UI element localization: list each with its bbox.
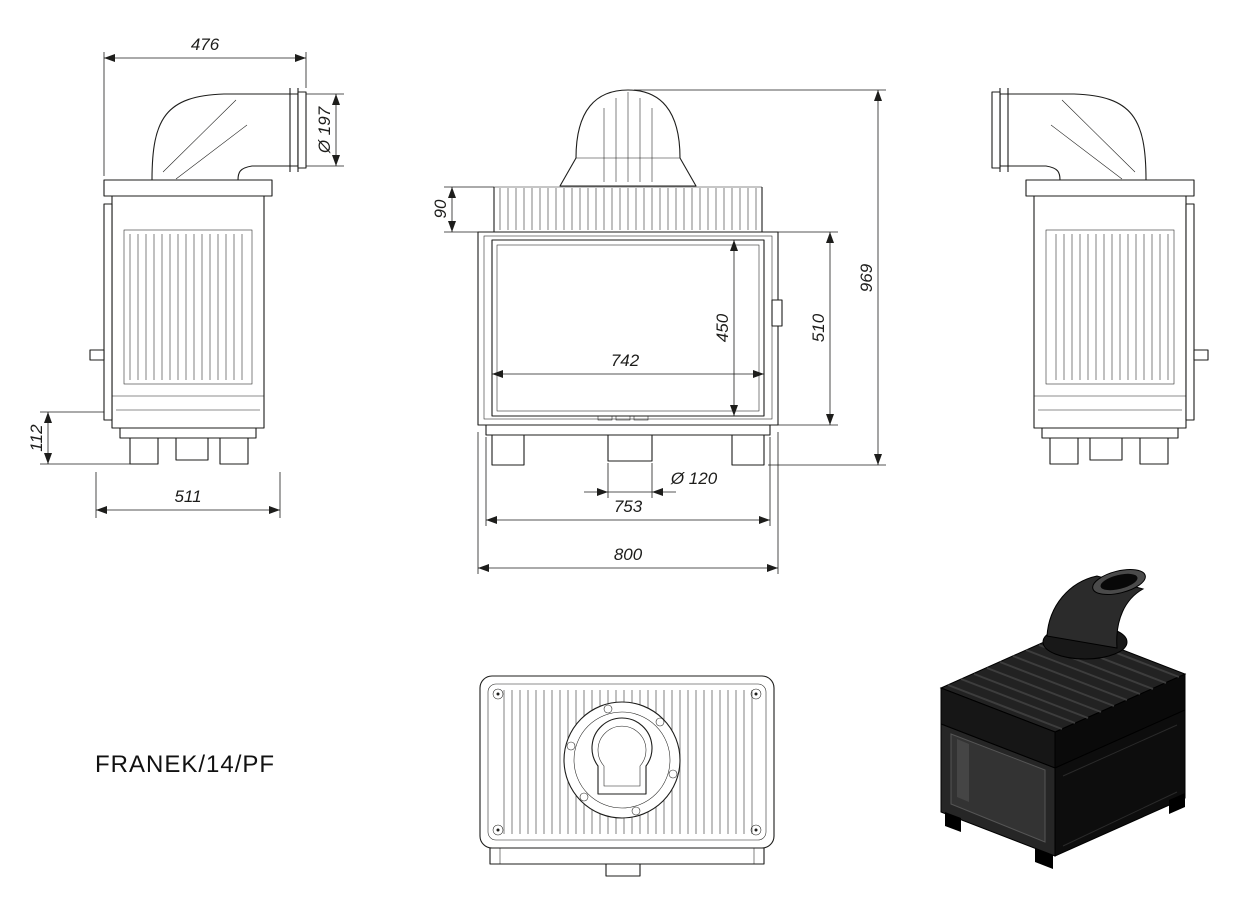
dim-door-height: 510 [778, 231, 838, 426]
dim-glass-height: 450 [713, 240, 738, 416]
iso-foot [945, 812, 961, 832]
base-plate [485, 424, 771, 436]
left-side-view: 476 Ø 197 112 511 [27, 35, 344, 518]
iso-glass-reflection [957, 739, 969, 802]
corner-screw [750, 688, 762, 700]
dim-text-450: 450 [713, 313, 732, 342]
dim-text-969: 969 [857, 263, 876, 292]
dim-text-800: 800 [614, 545, 643, 564]
dim-total-height: 969 [634, 89, 886, 466]
door-handle [771, 299, 783, 327]
dim-text-90: 90 [431, 199, 450, 218]
collar-bolt [579, 792, 589, 802]
dim-plinth-height: 112 [27, 411, 130, 465]
dim-exchanger-height: 90 [431, 186, 494, 233]
dim-depth-with-flue: 476 [103, 35, 307, 176]
collar-bolt [603, 704, 613, 714]
corner-screw [492, 688, 504, 700]
left-leg [491, 434, 525, 466]
dim-text-511: 511 [174, 487, 201, 506]
dim-flue-diameter: Ø 197 [306, 93, 344, 167]
dim-total-width: 800 [477, 432, 779, 574]
outlet-stub [607, 434, 653, 462]
right-side-view [991, 87, 1209, 465]
dim-text-510: 510 [809, 313, 828, 342]
front-view: 90 969 510 450 [431, 89, 886, 574]
top-view [479, 675, 775, 877]
iso-3d-view [939, 568, 1187, 869]
iso-glass [950, 733, 1046, 843]
dim-text-753: 753 [614, 497, 643, 516]
iso-foot [1035, 848, 1053, 869]
collar-bolt [631, 806, 641, 816]
right-leg [731, 434, 765, 466]
front-tab [605, 863, 641, 877]
dim-outlet-diameter: Ø 120 [584, 463, 718, 498]
door-glass [491, 239, 765, 417]
dim-text-742: 742 [611, 351, 640, 370]
door-frame [483, 235, 773, 420]
dim-base-width: 753 [485, 437, 771, 526]
iso-ribs [947, 632, 1180, 730]
dim-glass-width: 742 [492, 351, 764, 378]
front-trim [489, 847, 765, 865]
iso-foot [1169, 793, 1185, 814]
dim-text-476: 476 [191, 35, 220, 54]
collar-bolt [655, 717, 665, 727]
dim-text-197: Ø 197 [315, 106, 334, 154]
corner-screw [492, 824, 504, 836]
dim-text-112: 112 [27, 424, 46, 452]
collar-bolt [668, 769, 678, 779]
corner-screw [750, 824, 762, 836]
collar-bolt [566, 741, 576, 751]
collar-opening [591, 717, 653, 795]
dim-text-120: Ø 120 [670, 469, 718, 488]
dim-body-depth: 511 [95, 472, 281, 518]
model-label: FRANEK/14/PF [95, 751, 275, 778]
fins [499, 188, 757, 230]
